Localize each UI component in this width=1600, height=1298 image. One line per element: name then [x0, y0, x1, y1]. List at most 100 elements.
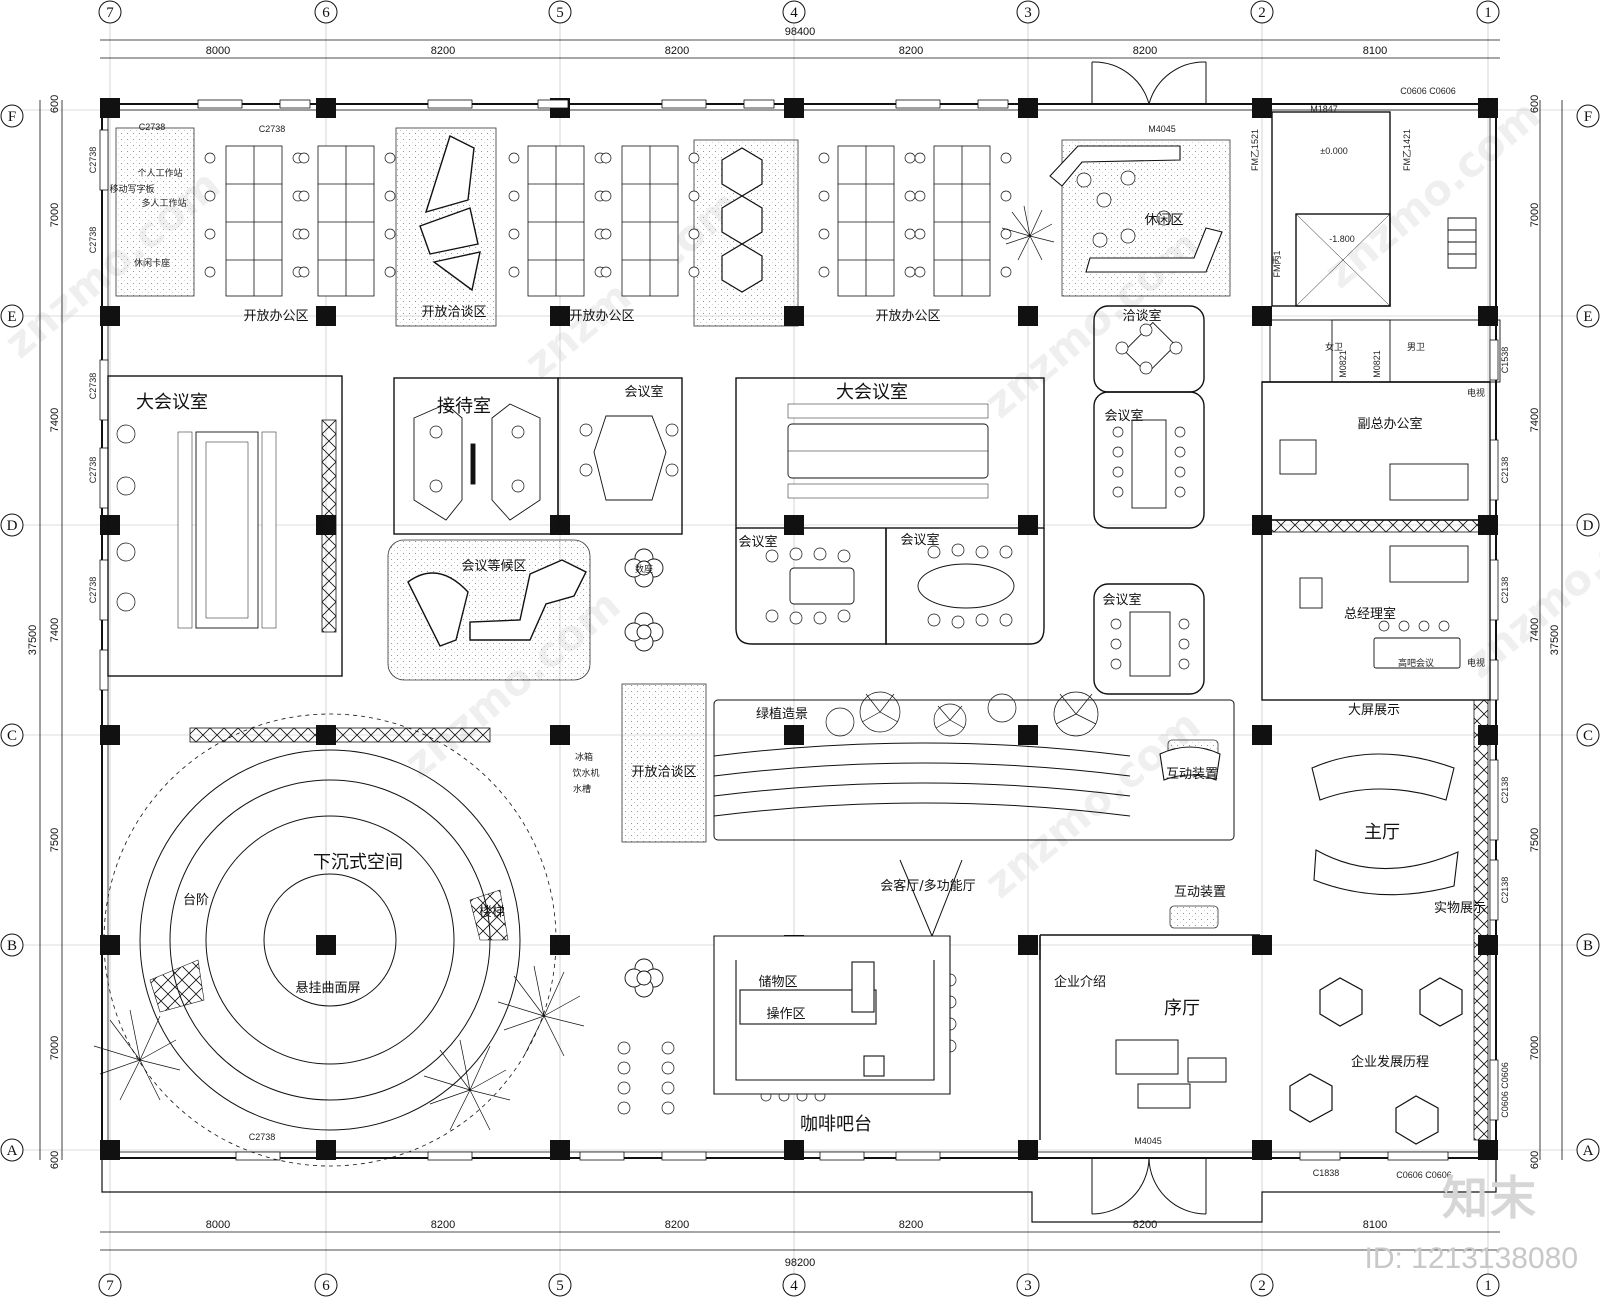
label-cafe-bar: 咖啡吧台	[800, 1114, 872, 1135]
axis-label-bottom-3: 3	[1024, 1278, 1032, 1294]
label-multi-ws: 多人工作站	[141, 197, 186, 208]
label-open-talk-2: 开放洽谈区	[631, 765, 696, 780]
axis-label-right-F: F	[1584, 109, 1592, 125]
label-tv-1: 电视	[1467, 387, 1485, 398]
talk-tables	[407, 135, 587, 647]
dim-bottom-span: 8200	[1133, 1219, 1157, 1231]
dim-bottom-span: 8200	[899, 1219, 923, 1231]
dim-right-span: 7000	[1529, 1036, 1541, 1060]
dim-right-span: 7400	[1529, 618, 1541, 642]
label-open-office-2: 开放办公区	[569, 309, 634, 324]
image-id-label: ID: 1213138080	[1364, 1242, 1578, 1275]
label-stairs: 楼梯	[479, 905, 505, 920]
code-door-bottom: M4045	[1134, 1136, 1162, 1146]
code-door-m1847: M1847	[1310, 104, 1338, 114]
axis-label-right-A: A	[1583, 1143, 1594, 1159]
axis-label-top-3: 3	[1024, 5, 1032, 21]
code-c2738-left: C2738	[88, 147, 98, 174]
code-c2138: C2138	[1500, 777, 1510, 804]
meeting-tables-small	[789, 321, 1469, 677]
meeting-table-3	[593, 415, 667, 501]
watermark-logo: 知末	[1442, 1171, 1538, 1225]
label-foyer: 序厅	[1164, 998, 1200, 1019]
code-c2738-left: C2738	[88, 373, 98, 400]
axis-label-bottom-1: 1	[1484, 1278, 1492, 1294]
code-fm-3: FM丙1	[1272, 250, 1282, 277]
dim-top-span: 8200	[431, 45, 455, 57]
axis-label-bottom-7: 7	[106, 1278, 114, 1294]
dim-left-span: 600	[49, 95, 61, 113]
windows	[99, 99, 1499, 1161]
axis-label-left-E: E	[7, 309, 16, 325]
label-steps: 台阶	[183, 893, 209, 908]
label-fridge: 冰箱	[575, 751, 593, 762]
label-negotiate-table: 数座	[635, 563, 653, 574]
plants	[93, 205, 1099, 1131]
watermark-text: znzmo.com	[975, 700, 1209, 908]
label-female-wc: 女卫	[1325, 341, 1343, 352]
dim-left-span: 7000	[49, 1036, 61, 1060]
watermark-text: znzmo.com	[1455, 480, 1600, 688]
truss-beams	[189, 419, 1491, 1141]
axis-label-top-1: 1	[1484, 5, 1492, 21]
axis-label-right-D: D	[1583, 518, 1594, 534]
entrance-doors	[1091, 61, 1207, 1215]
label-meeting-small-3: 会议室	[738, 534, 777, 550]
label-interactive-2: 互动装置	[1174, 885, 1226, 900]
code-c2138: C2138	[1500, 577, 1510, 604]
columns	[100, 98, 1498, 1160]
label-sunken: 下沉式空间	[313, 852, 403, 873]
axis-label-left-C: C	[7, 728, 17, 744]
axis-label-right-B: B	[1583, 938, 1593, 954]
label-tv-2: 电视	[1467, 657, 1485, 668]
label-physical-display: 实物展示	[1434, 901, 1486, 916]
axis-label-left-A: A	[7, 1143, 18, 1159]
desk-clusters	[225, 145, 991, 297]
watermark-text: znzmo.com	[1315, 90, 1549, 298]
label-company-intro: 企业介绍	[1054, 974, 1106, 990]
code-c2738-left: C2738	[88, 577, 98, 604]
label-main-hall: 主厅	[1364, 822, 1400, 843]
dim-left-total: 37500	[27, 625, 39, 656]
leisure-sofa	[1049, 145, 1223, 273]
meeting-table-1	[177, 431, 277, 629]
dim-left-span: 600	[49, 1151, 61, 1169]
flower-tables	[624, 548, 664, 998]
dim-top-span: 8000	[206, 45, 230, 57]
dim-bottom-span: 8000	[206, 1219, 230, 1231]
code-window-top: C0606 C0606	[1400, 86, 1456, 96]
label-personal-ws: 个人工作站	[137, 167, 182, 178]
label-waiting: 会议等候区	[461, 558, 526, 574]
label-leisure: 休闲区	[1144, 213, 1183, 228]
dim-top-span: 8200	[665, 45, 689, 57]
code-c0606-right: C0606 C0606	[1500, 1062, 1510, 1118]
dim-top-total: 98400	[785, 26, 816, 38]
code-m0821: M0821	[1372, 350, 1382, 378]
label-living-multi: 会客厅/多功能厅	[880, 878, 975, 894]
code-c1538: C1538	[1500, 347, 1510, 374]
dim-bottom-span: 8200	[665, 1219, 689, 1231]
label-open-office-3: 开放办公区	[875, 309, 940, 324]
label-big-meeting-1: 大会议室	[136, 392, 208, 413]
dim-bottom-total: 98200	[785, 1257, 816, 1269]
axis-label-bottom-2: 2	[1258, 1278, 1266, 1294]
axis-label-left-B: B	[7, 938, 17, 954]
axis-label-top-2: 2	[1258, 5, 1266, 21]
axis-label-left-D: D	[7, 518, 18, 534]
axis-label-right-E: E	[1583, 309, 1592, 325]
label-meeting-small-2: 会议室	[1104, 408, 1143, 424]
label-big-meeting-2: 大会议室	[836, 382, 908, 403]
dim-left-span: 7400	[49, 408, 61, 432]
dim-bottom-span: 8100	[1363, 1219, 1387, 1231]
code-window-c2738: C2738	[139, 122, 166, 132]
dim-top-span: 8100	[1363, 45, 1387, 57]
core-services	[1269, 213, 1501, 383]
axis-label-bottom-5: 5	[556, 1278, 564, 1294]
dim-right-span: 7500	[1529, 828, 1541, 852]
label-gm-office: 总经理室	[1344, 606, 1396, 622]
axis-label-bottom-4: 4	[790, 1278, 798, 1294]
dim-right-total: 37500	[1549, 625, 1561, 656]
label-reception: 接待室	[437, 396, 491, 417]
axis-label-top-5: 5	[556, 5, 564, 21]
code-window-bottom-right: C0606 C0606	[1396, 1170, 1452, 1180]
